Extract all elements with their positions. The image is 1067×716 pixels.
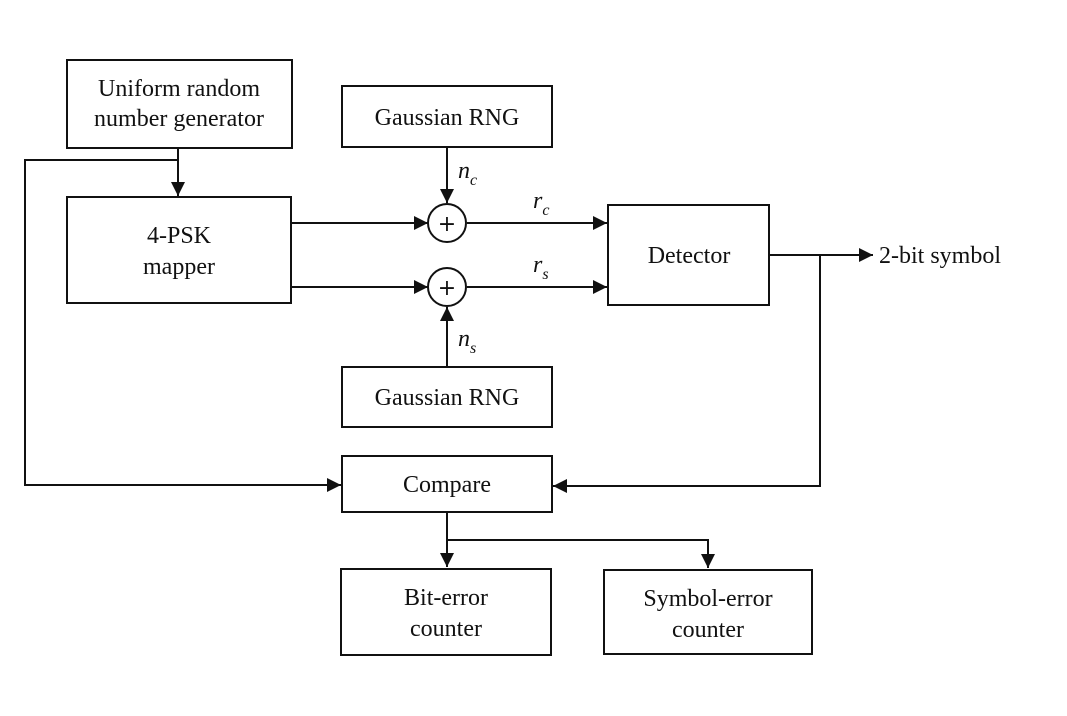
wire-compare-to-symbol-counter (447, 539, 715, 568)
bit-error-counter-block: Bit-error counter (340, 568, 552, 656)
symbol-error-counter-label-line1: Symbol-error (643, 586, 772, 612)
uniform-rng-label-line2: number generator (94, 106, 264, 132)
plus-symbol-s: + (438, 276, 456, 301)
psk-mapper-block: 4-PSK mapper (66, 196, 292, 304)
detector-block: Detector (607, 204, 770, 306)
gaussian-rng-bottom-block: Gaussian RNG (341, 366, 553, 428)
bit-error-counter-label-line1: Bit-error (404, 585, 488, 611)
gaussian-rng-top-block: Gaussian RNG (341, 85, 553, 148)
signal-label-ns: ns (458, 326, 476, 357)
signal-label-rs: rs (533, 252, 549, 283)
uniform-rng-label-line1: Uniform random (98, 76, 260, 102)
detector-label: Detector (648, 243, 731, 269)
symbol-error-counter-block: Symbol-error counter (603, 569, 813, 655)
signal-label-nc: nc (458, 158, 477, 189)
wire-output-to-compare (553, 255, 821, 493)
psk-mapper-label-line2: mapper (143, 254, 215, 280)
summing-junction-s: + (427, 267, 467, 307)
output-label: 2-bit symbol (879, 243, 1001, 269)
gaussian-rng-top-label: Gaussian RNG (375, 105, 520, 131)
signal-label-rc: rc (533, 188, 549, 219)
symbol-error-counter-label-line2: counter (672, 617, 744, 643)
compare-label: Compare (403, 472, 491, 498)
psk-mapper-label-line1: 4-PSK (147, 223, 212, 249)
plus-symbol-c: + (438, 212, 456, 237)
wire-reference-to-compare (24, 159, 341, 492)
summing-junction-c: + (427, 203, 467, 243)
uniform-rng-block: Uniform random number generator (66, 59, 293, 149)
bit-error-counter-label-line2: counter (410, 616, 482, 642)
compare-block: Compare (341, 455, 553, 513)
gaussian-rng-bottom-label: Gaussian RNG (375, 385, 520, 411)
